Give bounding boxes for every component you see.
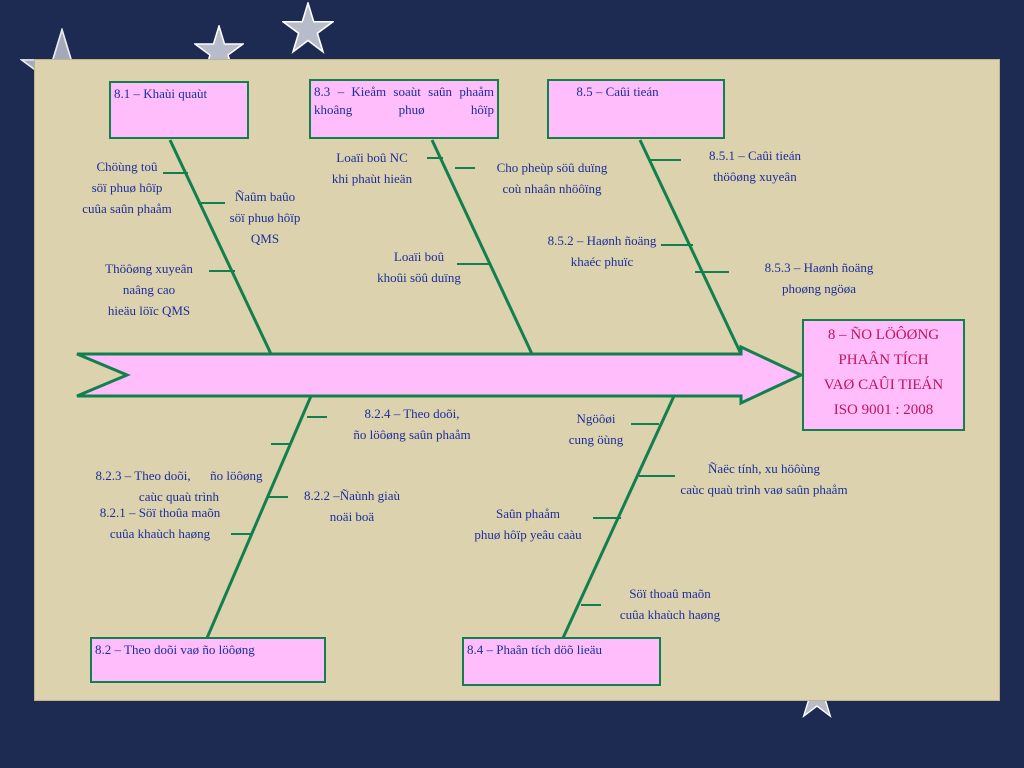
category-8-4-box: 8.4 – Phaân tích döõ lieäu (462, 637, 661, 686)
fishbone-lines (76, 139, 805, 639)
star-icon (282, 2, 334, 54)
effect-box: 8 – ÑO LÖÔØNG PHAÂN TÍCH VAØ CAÛI TIEÁN … (802, 319, 965, 431)
category-8-1-box: 8.1 – Khaùi quaùt (109, 81, 249, 139)
cause-label: 8.2.4 – Theo doõi,ño löôøng saûn phaåm (353, 406, 471, 442)
category-8-5-box: 8.5 – Caûi tieán (547, 79, 725, 139)
category-8-2-box: 8.2 – Theo doõi vaø ño löôøng (90, 637, 326, 683)
category-8-3-box: 8.3 – Kieåm soaùt saûn phaåm khoâng phuø… (309, 79, 499, 139)
